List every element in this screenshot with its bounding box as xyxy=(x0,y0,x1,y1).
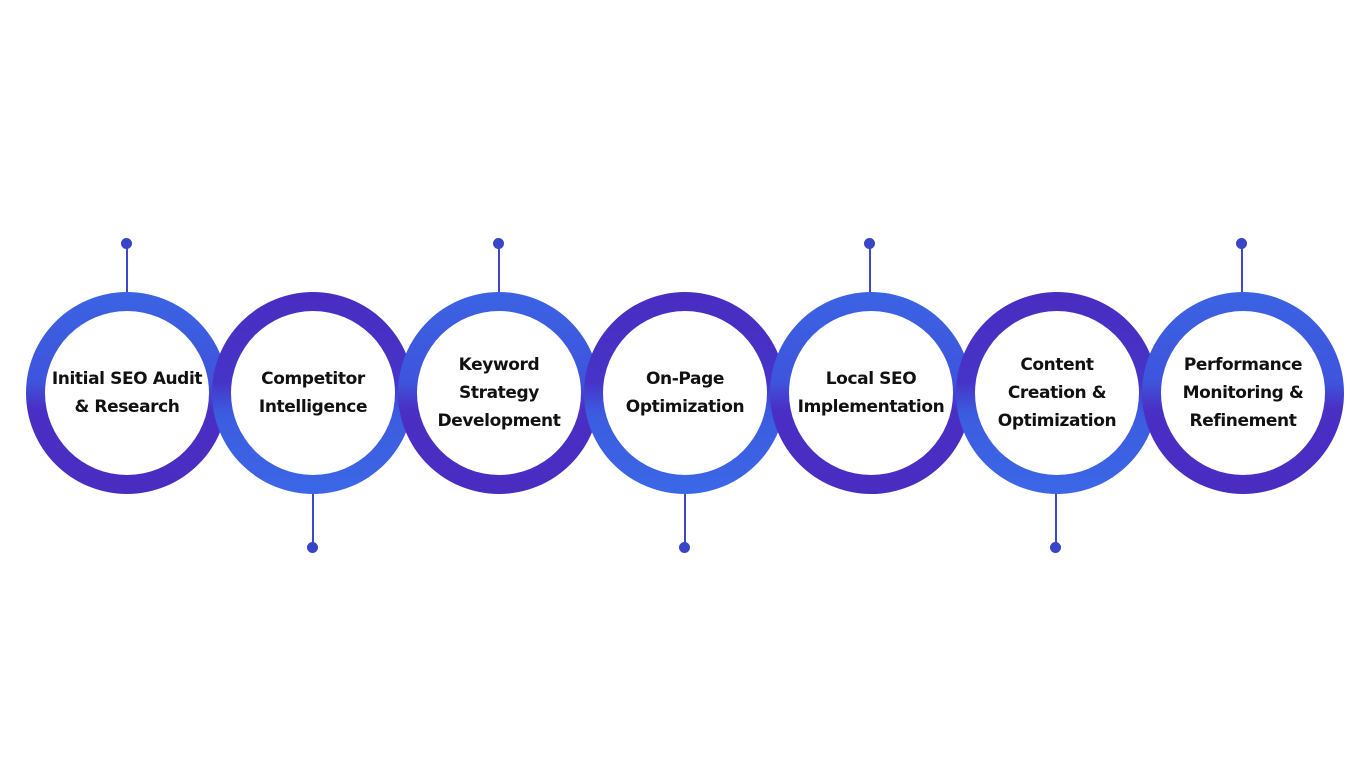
step-3-inner: Keyword Strategy Development xyxy=(417,311,581,475)
step-5-connector-dot xyxy=(864,238,875,249)
step-5-connector-line xyxy=(869,244,871,294)
step-3-connector-dot xyxy=(493,238,504,249)
step-4-circle: On-Page Optimization xyxy=(584,292,786,494)
step-1-connector-dot xyxy=(121,238,132,249)
step-3-connector-line xyxy=(498,244,500,294)
step-2-label: Competitor Intelligence xyxy=(258,369,368,417)
step-3-circle: Keyword Strategy Development xyxy=(398,292,600,494)
step-6-label: Content Creation & Optimization xyxy=(997,355,1117,431)
step-7-connector-line xyxy=(1241,244,1243,294)
step-2-circle: Competitor Intelligence xyxy=(212,292,414,494)
step-5-circle: Local SEO Implementation xyxy=(770,292,972,494)
step-2-inner: Competitor Intelligence xyxy=(231,311,395,475)
step-2-connector-line xyxy=(312,492,314,548)
step-3-label: Keyword Strategy Development xyxy=(437,355,561,431)
step-7-circle: Performance Monitoring & Refinement xyxy=(1142,292,1344,494)
step-7-connector-dot xyxy=(1236,238,1247,249)
step-1-inner: Initial SEO Audit & Research xyxy=(45,311,209,475)
step-4-label: On-Page Optimization xyxy=(625,369,745,417)
step-4-connector-line xyxy=(684,492,686,548)
step-5-label: Local SEO Implementation xyxy=(797,369,945,417)
step-7-label: Performance Monitoring & Refinement xyxy=(1182,355,1304,431)
step-1-circle: Initial SEO Audit & Research xyxy=(26,292,228,494)
step-1-label: Initial SEO Audit & Research xyxy=(51,369,203,417)
step-6-connector-line xyxy=(1055,492,1057,548)
step-4-inner: On-Page Optimization xyxy=(603,311,767,475)
step-6-circle: Content Creation & Optimization xyxy=(956,292,1158,494)
step-4-connector-dot xyxy=(679,542,690,553)
step-7-inner: Performance Monitoring & Refinement xyxy=(1161,311,1325,475)
step-6-connector-dot xyxy=(1050,542,1061,553)
step-6-inner: Content Creation & Optimization xyxy=(975,311,1139,475)
step-2-connector-dot xyxy=(307,542,318,553)
step-1-connector-line xyxy=(126,244,128,294)
step-5-inner: Local SEO Implementation xyxy=(789,311,953,475)
